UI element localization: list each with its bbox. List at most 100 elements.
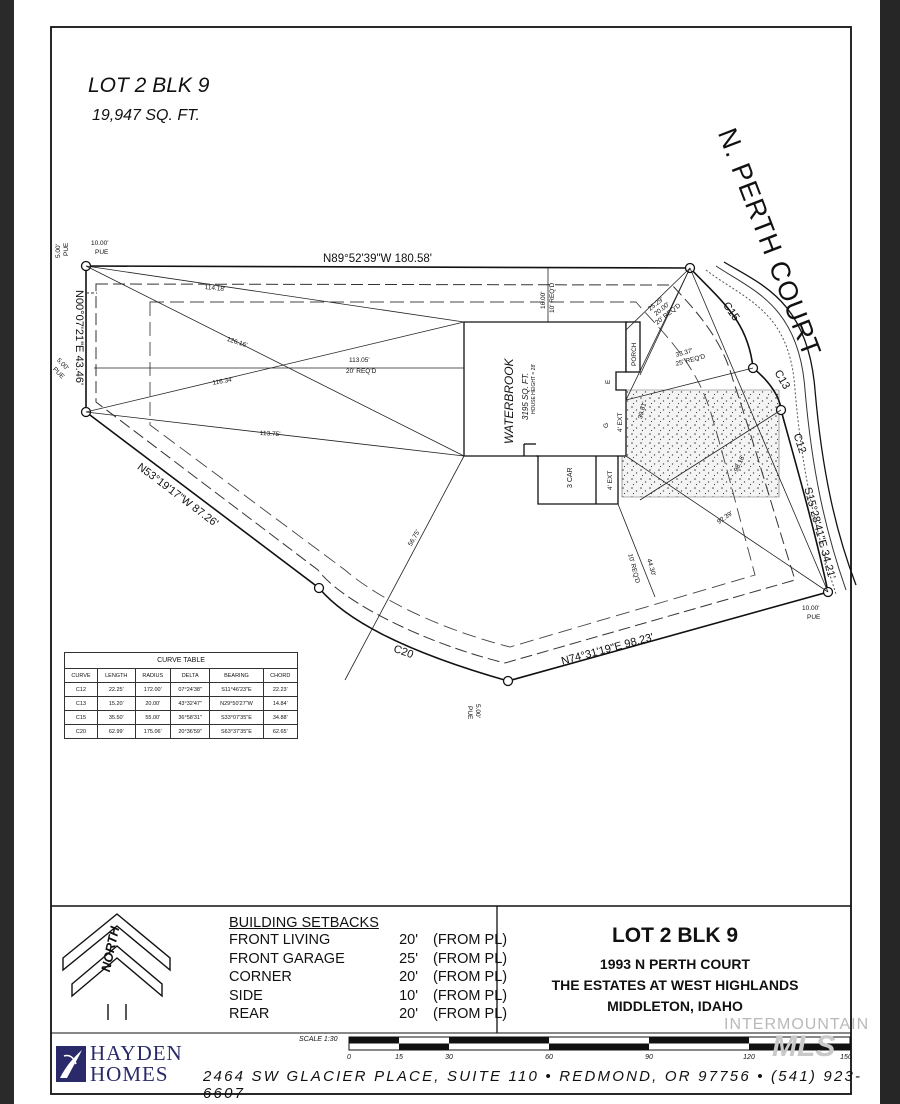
curve-table: CURVE TABLE CURVE LENGTH RADIUS DELTA BE… xyxy=(64,652,299,739)
dim-d7: 16.00' xyxy=(540,291,547,309)
company-name-line1: HAYDEN xyxy=(90,1041,183,1065)
company-address: 2464 SW GLACIER PLACE, SUITE 110 • REDMO… xyxy=(203,1068,863,1102)
pue-left-side-sub: PUE xyxy=(63,242,70,256)
setback-value: 20' xyxy=(399,1006,418,1022)
table-cell: S33°07'35"E xyxy=(209,710,264,725)
title-block-city: MIDDLETON, IDAHO xyxy=(607,998,743,1014)
table-cell: 20.00' xyxy=(134,696,171,711)
pue-top-left-value: 10.00' xyxy=(91,240,109,247)
scale-tick: 150 xyxy=(840,1054,852,1061)
table-cell: 22.23' xyxy=(262,682,299,697)
setback-ref: (FROM PL) xyxy=(433,987,508,1004)
table-cell: C15 xyxy=(64,710,98,725)
watermark-mls: MLS xyxy=(772,1030,836,1063)
house-plan-area: 3195 SQ. FT. xyxy=(521,372,530,420)
setback-ref: (FROM PL) xyxy=(433,932,508,948)
garage-label: 3 CAR xyxy=(567,467,574,488)
house-mark-g: G xyxy=(603,422,610,428)
porch-label: PORCH xyxy=(631,342,638,366)
dim-d3: 113.05' xyxy=(349,357,370,364)
setback-row: SIDE 10' (FROM PL) xyxy=(229,987,507,1006)
title-block-address: 1993 N PERTH COURT xyxy=(599,956,751,972)
house-mark-ext-1: 4' EXT xyxy=(617,412,624,432)
table-row: C15 35.50' 55.00' 36°58'31" S33°07'35"E … xyxy=(64,710,299,725)
dim-d7-note: 10' REQ'D xyxy=(549,282,556,313)
setback-label: FRONT GARAGE xyxy=(229,950,345,967)
pue-bottom-right-value: 10.00' xyxy=(802,605,820,612)
curve-table-header: CURVE xyxy=(64,668,98,683)
table-cell: C13 xyxy=(64,696,98,711)
dim-d5: 113.75' xyxy=(259,430,281,439)
setback-label: REAR xyxy=(229,1006,270,1022)
table-cell: 34.88' xyxy=(262,710,299,725)
setback-ref: (FROM PL) xyxy=(433,969,508,985)
table-cell: C12 xyxy=(64,682,98,697)
table-cell: 22.25' xyxy=(96,682,136,697)
building-setbacks: BUILDING SETBACKS FRONT LIVING 20' (FROM… xyxy=(229,915,507,1024)
table-cell: N29°50'27"W xyxy=(209,696,264,711)
table-cell: S63°37'35"E xyxy=(209,724,264,739)
curve-table-header: RADIUS xyxy=(134,668,171,683)
setback-ref: (FROM PL) xyxy=(433,950,508,967)
scale-label: SCALE 1:30 xyxy=(299,1036,338,1043)
setback-label: FRONT LIVING xyxy=(229,932,331,948)
company-logo-text: HAYDEN HOMES xyxy=(90,1043,183,1085)
curve-table-header: DELTA xyxy=(169,668,211,683)
watermark-text: INTERMOUNTAIN xyxy=(724,1016,870,1033)
setback-ref: (FROM PL) xyxy=(433,1006,508,1022)
setback-value: 25' xyxy=(399,950,418,967)
table-row: C20 62.99' 175.06' 20°36'59" S63°37'35"E… xyxy=(64,724,299,739)
setback-row: FRONT LIVING 20' (FROM PL) xyxy=(229,931,507,950)
scale-tick: 120 xyxy=(743,1054,755,1061)
table-cell: 35.50' xyxy=(96,710,136,725)
table-cell: 55.00' xyxy=(134,710,171,725)
left-frame-edge xyxy=(0,0,14,1104)
table-cell: 172.00' xyxy=(134,682,171,697)
lot-title: LOT 2 BLK 9 xyxy=(88,74,210,97)
scale-tick: 15 xyxy=(395,1054,403,1061)
setback-label: SIDE xyxy=(229,987,263,1004)
scale-tick: 0 xyxy=(347,1054,351,1061)
table-row: C13 15.20' 20.00' 43°32'47" N29°50'27"W … xyxy=(64,696,299,711)
west-bearing: N00°07'21"E 43.46' xyxy=(73,290,85,386)
pue-bottom-right-sub: PUE xyxy=(807,614,821,621)
table-cell: 62.99' xyxy=(96,724,136,739)
setback-value: 20' xyxy=(399,969,418,985)
title-block: LOT 2 BLK 9 1993 N PERTH COURT THE ESTAT… xyxy=(500,924,850,1017)
setback-row: CORNER 20' (FROM PL) xyxy=(229,968,507,987)
setbacks-heading: BUILDING SETBACKS xyxy=(229,915,379,931)
curve-table-title: CURVE TABLE xyxy=(64,652,298,669)
scale-tick: 30 xyxy=(445,1054,453,1061)
house-plan-name: WATERBROOK xyxy=(502,358,516,444)
table-cell: 07°24'38" xyxy=(169,682,211,697)
curve-table-header: LENGTH xyxy=(96,668,136,683)
house-plan-note: HOUSE HEIGHT = 28' xyxy=(531,363,537,414)
setback-label: CORNER xyxy=(229,969,292,985)
company-name-line2: HOMES xyxy=(90,1062,169,1086)
house-mark-e: E xyxy=(605,379,612,384)
sheet-border xyxy=(50,26,852,1095)
table-cell: 62.65' xyxy=(262,724,299,739)
curve-table-header: BEARING xyxy=(209,668,264,683)
setback-value: 10' xyxy=(399,987,418,1004)
table-cell: 36°58'31" xyxy=(169,710,211,725)
table-cell: 43°32'47" xyxy=(169,696,211,711)
scale-tick: 90 xyxy=(645,1054,653,1061)
table-cell: 15.20' xyxy=(96,696,136,711)
pue-bottom-sub: PUE xyxy=(466,706,473,720)
curve-table-header: CHORD xyxy=(262,668,299,683)
setback-value: 20' xyxy=(399,932,418,948)
north-arrow-graphic xyxy=(62,913,171,1020)
lot-boundary xyxy=(85,265,829,682)
dim-d3-note: 20' REQ'D xyxy=(346,368,377,375)
lot-area: 19,947 SQ. FT. xyxy=(92,107,200,124)
pue-left-side-value: 5.00' xyxy=(55,244,62,258)
table-cell: 14.84' xyxy=(262,696,299,711)
setback-row: FRONT GARAGE 25' (FROM PL) xyxy=(229,950,507,969)
scale-bar xyxy=(348,1036,851,1051)
table-row: C12 22.25' 172.00' 07°24'38" S11°46'23"E… xyxy=(64,682,299,697)
driveway xyxy=(621,389,780,498)
table-cell: C20 xyxy=(64,724,98,739)
title-block-subdivision: THE ESTATES AT WEST HIGHLANDS xyxy=(551,977,799,993)
